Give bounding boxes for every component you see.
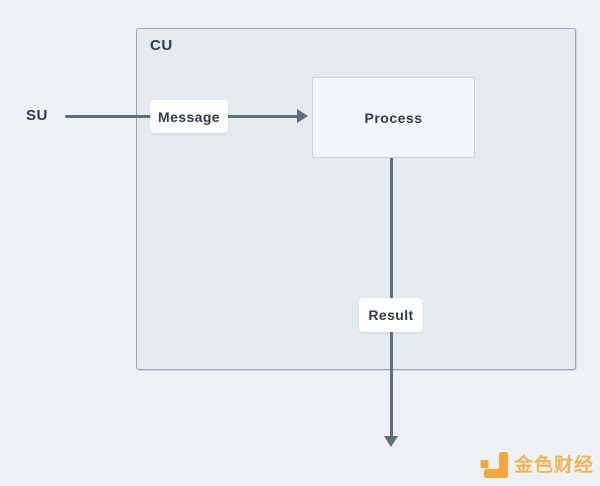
- process-label: Process: [364, 109, 423, 126]
- su-label: SU: [26, 107, 48, 124]
- watermark-text: 金色财经: [514, 454, 595, 476]
- watermark: 金色财经: [480, 451, 594, 479]
- result-label: Result: [368, 307, 414, 323]
- message-label-box: Message: [150, 100, 228, 133]
- message-label: Message: [158, 108, 220, 125]
- arrowhead-right-icon: [297, 109, 308, 123]
- result-label-box: Result: [359, 298, 423, 332]
- result-arrow-line: [390, 157, 393, 437]
- process-node: Process: [312, 77, 475, 158]
- jinse-logo-icon: [480, 452, 508, 478]
- arrowhead-down-icon: [384, 436, 398, 447]
- cu-container-label: CU: [150, 37, 173, 54]
